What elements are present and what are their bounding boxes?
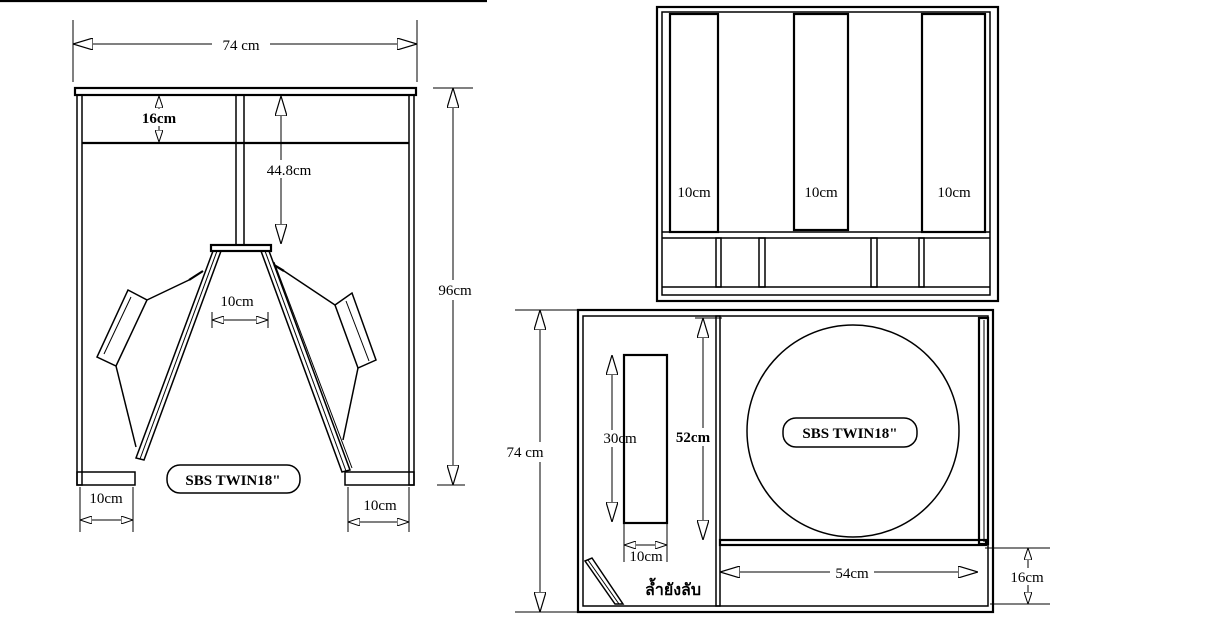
port-width-label: 10cm [629, 549, 663, 565]
compartment-height-label: 52cm [676, 430, 711, 446]
center-partition [235, 94, 245, 246]
top-chamber-label: 16cm [142, 111, 177, 127]
bottom-shelf [718, 538, 988, 547]
front-view: 74 cm 30cm 52cm 10cm ล้ำยังลับ [502, 308, 1050, 614]
bottom-right-dimension: 10cm [347, 487, 410, 532]
height-label: 96cm [438, 283, 472, 299]
cabinet-outline [73, 86, 418, 486]
right-wall [408, 94, 415, 486]
width-label: 74 cm [222, 38, 259, 54]
right-driver [273, 264, 377, 441]
front-view-outer-frame [576, 308, 995, 614]
shelf-height-dimension: 16cm [985, 547, 1050, 605]
partition-label: 44.8cm [267, 163, 312, 179]
shelf-width-label: 54cm [835, 566, 869, 582]
right-driver-cone [342, 367, 359, 441]
right-driver-magnet [334, 291, 377, 370]
left-driver-surround [188, 270, 204, 281]
front-height-label: 74 cm [506, 445, 543, 461]
right-horn-panel-inner [264, 250, 347, 472]
port-height-label: 30cm [603, 431, 637, 447]
throat-label: 10cm [220, 294, 254, 310]
throat-dimension: 10cm [211, 294, 269, 328]
left-horn-panel-inner [139, 250, 218, 460]
left-driver-magnet-inner [103, 296, 132, 355]
right-driver-cone [283, 270, 336, 306]
right-driver-magnet-inner [345, 300, 370, 362]
compartment-height-dimension: 52cm [671, 317, 722, 540]
driver-cutout [746, 324, 960, 538]
left-driver [96, 270, 204, 448]
height-dimension: 96cm [432, 87, 477, 486]
throat-cap [209, 243, 273, 253]
top-view-divider [758, 237, 766, 288]
width-dimension: 74 cm [72, 20, 418, 82]
left-horn-panel [135, 250, 223, 461]
bottom-left-label: 10cm [89, 491, 123, 507]
right-horn-panel [259, 250, 351, 473]
left-driver-cone [115, 365, 137, 448]
note-label: ล้ำยังลับ [645, 577, 701, 599]
top-view-panel [792, 12, 850, 232]
corner-brace-inner [587, 559, 620, 605]
compartment-wall [715, 315, 721, 607]
top-view-divider [870, 237, 878, 288]
bottom-right-label: 10cm [363, 498, 397, 514]
right-side-board-frame [977, 316, 990, 546]
corner-brace-panel [583, 557, 625, 605]
panel-label: 10cm [804, 185, 838, 201]
right-driver-surround [273, 264, 285, 272]
bottom-left-board [76, 471, 136, 486]
shelf-width-dimension: 54cm [720, 563, 978, 582]
front-height-dimension: 74 cm [502, 309, 578, 613]
top-view-divider [918, 237, 925, 288]
bottom-right-board [344, 471, 415, 486]
panel-label: 10cm [937, 185, 971, 201]
port-width-dimension: 10cm [623, 523, 668, 565]
top-view-outer-frame [655, 5, 1000, 303]
side-view: 74 cm [72, 20, 477, 532]
right-horn-panel-outer [273, 261, 353, 469]
corner-brace [583, 557, 625, 605]
top-view-divider [715, 237, 722, 288]
panel-label: 10cm [677, 185, 711, 201]
port-opening [622, 353, 669, 525]
bottom-left-dimension: 10cm [79, 487, 134, 532]
model-badge-frame [782, 417, 918, 448]
port-height-dimension: 30cm [598, 355, 637, 522]
model-badge: SBS TWIN18" [166, 464, 301, 494]
top-chamber-dimension: 16cm [138, 96, 182, 142]
top-view: 10cm 10cm 10cm [655, 5, 1000, 303]
model-badge-frame [166, 464, 301, 494]
left-driver-cone [146, 279, 190, 301]
left-driver-magnet [96, 288, 148, 367]
right-side-board [977, 316, 990, 546]
shelf-height-label: 16cm [1010, 570, 1044, 586]
front-model-label: SBS TWIN18" [802, 426, 897, 442]
top-board [73, 86, 418, 97]
top-view-inner-frame [661, 11, 991, 296]
front-model-badge: SBS TWIN18" [782, 417, 918, 448]
model-label: SBS TWIN18" [185, 473, 280, 489]
partition-dimension: 44.8cm [261, 96, 317, 244]
left-wall [76, 94, 83, 486]
horn-panels [135, 250, 353, 473]
